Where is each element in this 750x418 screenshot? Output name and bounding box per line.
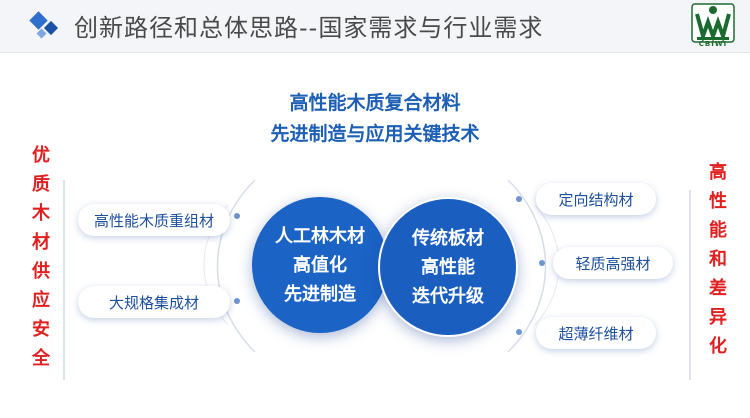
right-vertical-text: 高 性 能 和 差 异 化 [709,162,727,357]
circle-plantation-wood: 人工林木材 高值化 先进制造 [252,197,388,333]
blue-diamonds-icon [29,11,59,39]
center-title-line1: 高性能木质复合材料 [289,92,461,114]
pill-lightweight-high-strength: 轻质高强材 [553,247,673,279]
header-bar: 创新路径和总体思路--国家需求与行业需求 CBIWI [0,0,750,53]
circle-traditional-board: 传统板材 高性能 迭代升级 [378,197,518,337]
logo-text: CBIWI [698,40,728,48]
cbiwi-logo-icon [691,3,735,43]
left-vertical-text: 优 质 木 材 供 应 安 全 [32,145,50,369]
left-divider-line [63,180,65,380]
pill-oriented-structural: 定向结构材 [536,183,656,215]
page-title: 创新路径和总体思路--国家需求与行业需求 [74,14,544,42]
center-title-line2: 先进制造与应用关键技术 [270,123,480,145]
right-divider-line [689,190,691,380]
pill-high-performance-restructured-wood: 高性能木质重组材 [78,204,230,236]
pill-large-glulam: 大规格集成材 [78,286,230,318]
pill-ultrathin-fiber: 超薄纤维材 [536,317,656,349]
